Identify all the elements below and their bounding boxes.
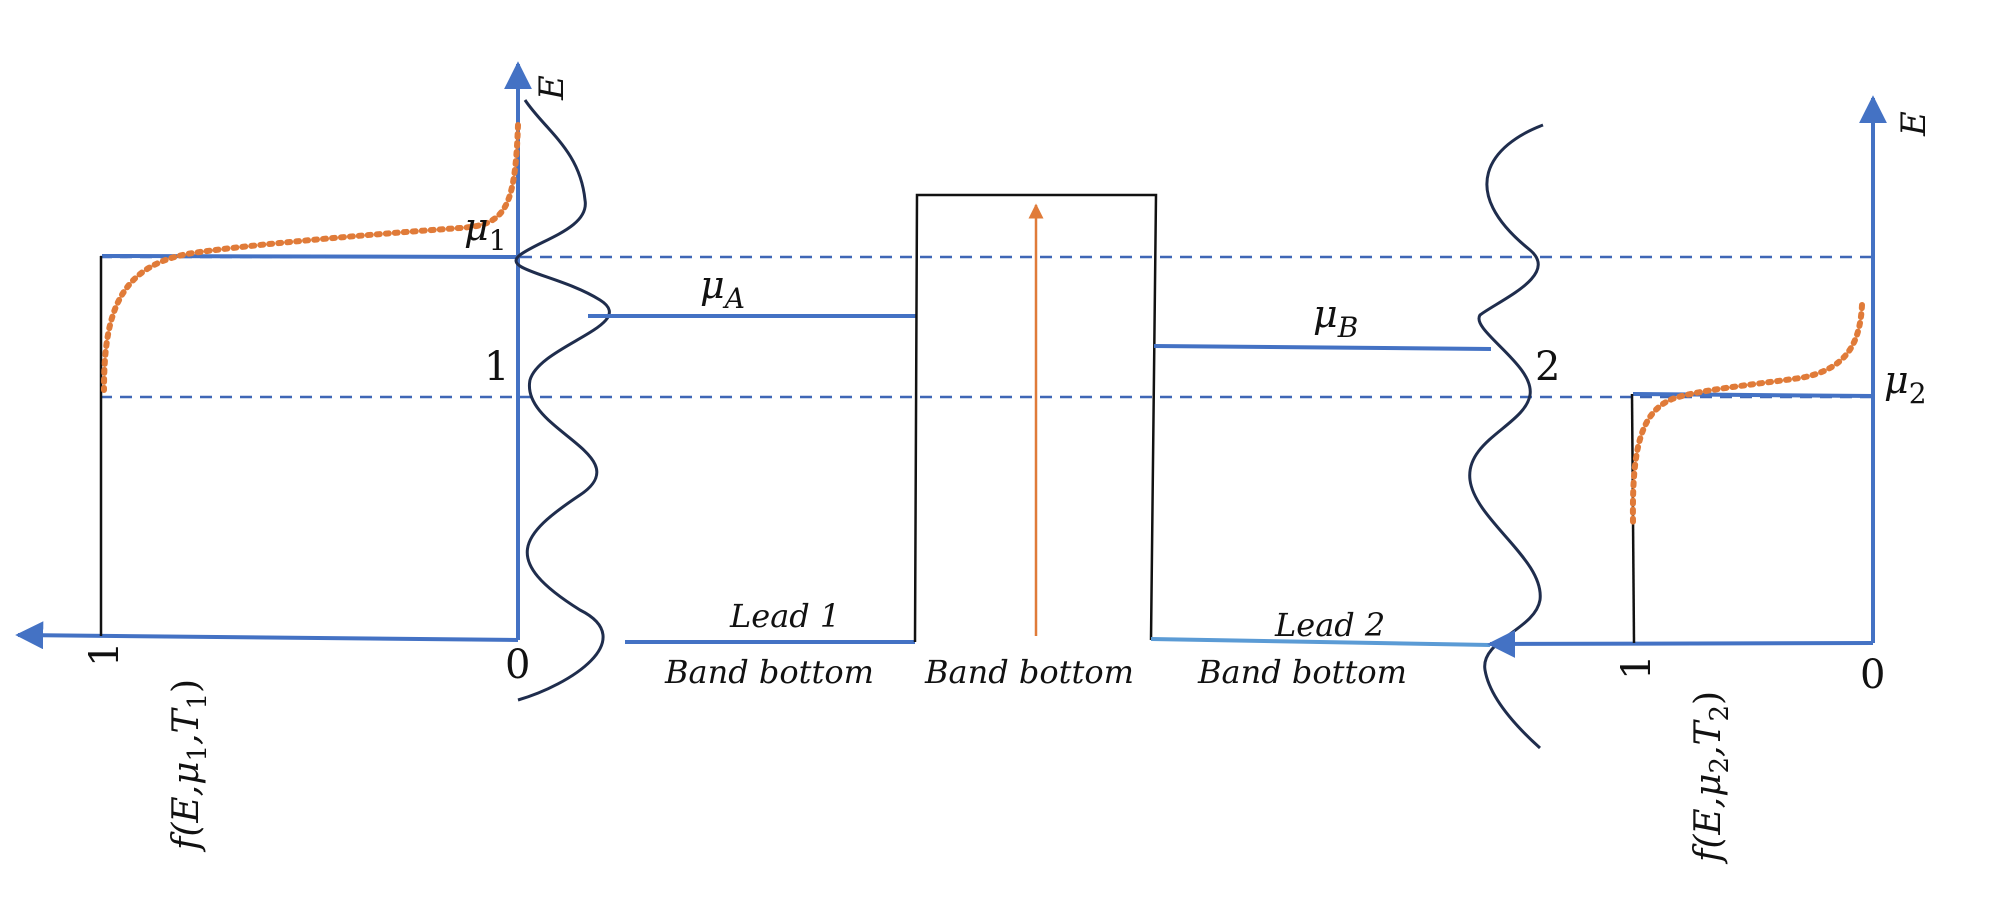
left-fermi-zero-temp-top bbox=[101, 254, 519, 259]
left-occupation-axis bbox=[15, 621, 519, 650]
muB-label: μB bbox=[1313, 292, 1358, 344]
muA-label: μA bbox=[700, 263, 745, 315]
tunnel-barrier bbox=[913, 193, 1158, 643]
lead2-wavefunction-curve bbox=[1468, 123, 1544, 750]
left-fermi-distribution-curve bbox=[101, 122, 521, 393]
mu1-label: μ1 bbox=[464, 205, 507, 257]
lead1-wavefunction-curve bbox=[514, 99, 611, 702]
lead2-band-bottom-line bbox=[1150, 637, 1491, 647]
right-fermi-distribution-curve bbox=[1629, 302, 1865, 525]
muB-level-line bbox=[1153, 344, 1492, 351]
right-energy-axis-label: E bbox=[1894, 111, 1934, 137]
left-axis-tick-one: 1 bbox=[82, 642, 128, 667]
left-axis-tick-zero: 0 bbox=[505, 642, 530, 688]
lead2-level-number: 2 bbox=[1535, 344, 1560, 390]
right-axis-tick-zero: 0 bbox=[1860, 652, 1885, 698]
lead2-label: Lead 2 bbox=[1274, 606, 1385, 644]
band-bottom-lead1-label: Band bottom bbox=[664, 653, 874, 691]
right-fermi-function-label: f(E,μ2,T2) bbox=[1688, 691, 1735, 865]
right-axis-tick-one: 1 bbox=[1614, 655, 1660, 680]
left-fermi-function-label: f(E,μ1,T1) bbox=[166, 679, 213, 853]
left-energy-axis-label: E bbox=[532, 75, 572, 101]
right-fermi-zero-temp-top bbox=[1632, 392, 1874, 398]
mu2-label: μ2 bbox=[1884, 358, 1927, 410]
band-bottom-barrier-label: Band bottom bbox=[924, 653, 1134, 691]
lead1-label: Lead 1 bbox=[729, 597, 840, 635]
right-occupation-axis bbox=[1487, 629, 1874, 658]
lead1-level-number: 1 bbox=[484, 344, 509, 390]
band-bottom-lead2-label: Band bottom bbox=[1197, 653, 1407, 691]
